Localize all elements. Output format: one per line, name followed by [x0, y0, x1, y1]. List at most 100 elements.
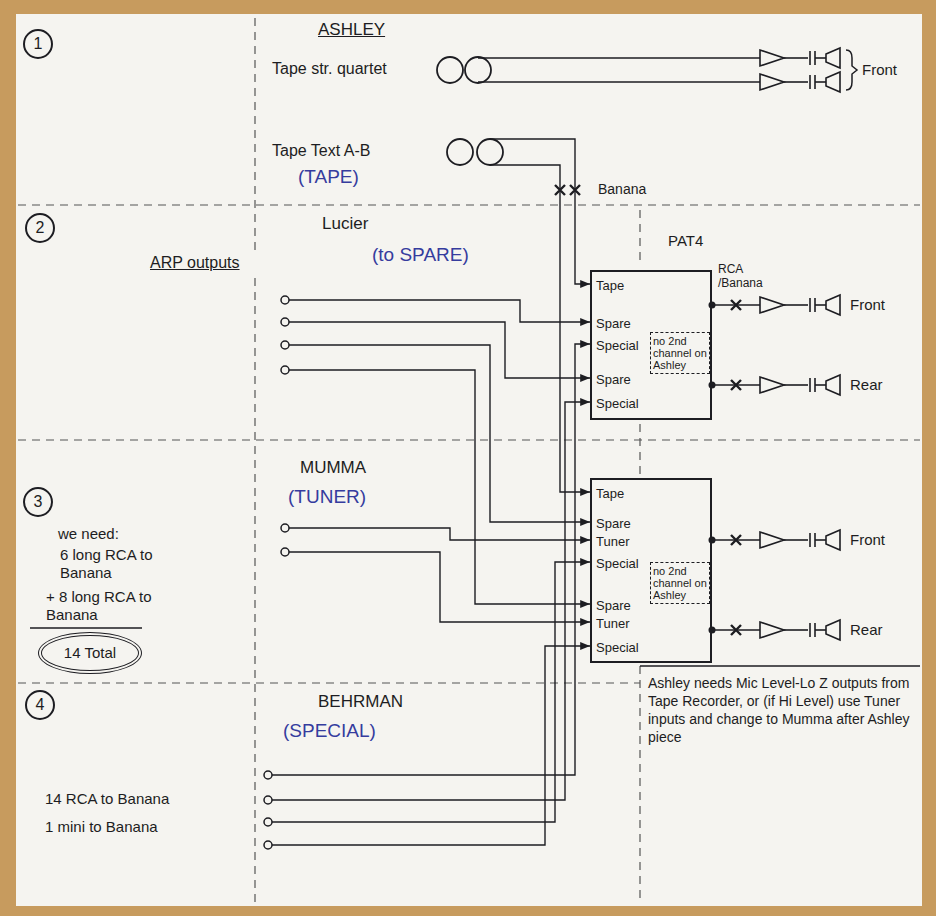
mixer-name: PAT4 [668, 232, 703, 249]
input-label-slot: Special [596, 640, 639, 656]
tape-label: Tape Text A-B [272, 142, 370, 159]
output-jacks [264, 296, 289, 849]
input-label-slot: Special [596, 396, 639, 412]
piece-heading-slot: Lucier [322, 214, 368, 234]
connector-note: RCA /Banana [718, 262, 763, 290]
amp-speaker-chains [760, 48, 840, 640]
input-label-slot: Tuner [596, 616, 629, 632]
front-bracket [846, 50, 857, 90]
speaker-label-slot: Front [850, 296, 885, 313]
cable-count-slot: 1 mini to Banana [45, 818, 158, 835]
input-label: Tape [596, 486, 624, 501]
node-text: 14 Total [64, 645, 116, 662]
input-label: Spare [596, 516, 631, 531]
channel-note-box: no 2nd channel on Ashley [650, 562, 710, 604]
input-label-slot: Special [596, 338, 639, 354]
source-label: ARP outputs [150, 254, 240, 271]
input-label-slot: Spare [596, 372, 631, 388]
piece-heading: ASHLEY [318, 20, 385, 39]
node-text: 2 [36, 220, 45, 236]
input-label: Special [596, 640, 639, 655]
speaker-label: Rear [850, 621, 883, 638]
node-text: 1 [34, 36, 43, 52]
piece-heading-slot: BEHRMAN [318, 692, 403, 712]
list-heading-slot: we need: [58, 525, 119, 542]
input-assignment-slot: (TUNER) [288, 486, 366, 508]
speaker-label: Front [862, 61, 897, 78]
speaker-label: Front [850, 296, 885, 313]
input-assignment-slot: (TAPE) [298, 166, 359, 188]
input-label-slot: Spare [596, 316, 631, 332]
piece-heading: MUMMA [300, 458, 366, 477]
input-label-slot: Tape [596, 486, 624, 502]
tape-reels [437, 57, 503, 165]
connector-note-slot: Banana [598, 181, 646, 197]
piece-heading-slot: ASHLEY [318, 20, 385, 40]
cable-count-slot: 14 RCA to Banana [45, 790, 169, 807]
mixer-name-slot: PAT4 [668, 232, 703, 249]
note-rule [640, 665, 920, 666]
cable-count-slot: + 8 long RCA to Banana [46, 588, 174, 624]
input-assignment: (TAPE) [298, 166, 359, 187]
section-number: 1 [23, 29, 53, 59]
input-label-slot: Special [596, 556, 639, 572]
input-assignment: (to SPARE) [372, 244, 469, 265]
node-text: no 2nd channel on Ashley [653, 565, 707, 601]
speaker-label-slot: Front [862, 61, 897, 78]
input-assignment-slot: (to SPARE) [372, 244, 469, 266]
input-label: Spare [596, 372, 631, 387]
speaker-label-slot: Front [850, 531, 885, 548]
cable-count: 1 mini to Banana [45, 818, 158, 835]
channel-note-box: no 2nd channel on Ashley [650, 332, 710, 374]
input-label: Spare [596, 316, 631, 331]
speaker-label-slot: Rear [850, 621, 883, 638]
input-label: Special [596, 396, 639, 411]
section-number: 3 [23, 487, 53, 517]
mixer-box: TapeSpareSpecialSpareSpecialno 2nd chann… [590, 270, 712, 420]
paper-sheet [16, 14, 922, 906]
input-label-slot: Spare [596, 598, 631, 614]
input-label: Tuner [596, 616, 629, 631]
speaker-label: Front [850, 531, 885, 548]
cable-count-slot: 6 long RCA to Banana [60, 546, 178, 582]
section-number: 4 [25, 690, 55, 720]
connector-note-slot: RCA /Banana [718, 262, 774, 290]
piece-heading-slot: MUMMA [300, 458, 366, 478]
tape-label: Tape str. quartet [272, 60, 387, 77]
tape-label-slot: Tape str. quartet [272, 60, 387, 78]
setup-note-slot: Ashley needs Mic Level-Lo Z outputs from… [648, 674, 916, 746]
input-label-slot: Spare [596, 516, 631, 532]
node-text: 4 [36, 697, 45, 713]
section-number: 2 [25, 213, 55, 243]
input-label: Special [596, 556, 639, 571]
setup-note: Ashley needs Mic Level-Lo Z outputs from… [648, 675, 909, 745]
input-assignment-slot: (SPECIAL) [283, 720, 376, 742]
input-label: Tape [596, 278, 624, 293]
speaker-label: Rear [850, 376, 883, 393]
cable-count: 14 RCA to Banana [45, 790, 169, 807]
cable-count: + 8 long RCA to Banana [46, 588, 151, 623]
section-dividers [18, 18, 920, 904]
list-heading: we need: [58, 525, 119, 542]
input-assignment: (TUNER) [288, 486, 366, 507]
banana-connector-marks [555, 185, 741, 635]
input-assignment: (SPECIAL) [283, 720, 376, 741]
node-text: 3 [34, 494, 43, 510]
input-label-slot: Tape [596, 278, 624, 294]
node-text: no 2nd channel on Ashley [653, 335, 707, 371]
tape-label-slot: Tape Text A-B [272, 142, 370, 160]
total-oval: 14 Total [38, 632, 142, 674]
sum-rule [30, 627, 142, 629]
connector-note: Banana [598, 181, 646, 197]
input-label-slot: Tuner [596, 534, 629, 550]
speaker-label-slot: Rear [850, 376, 883, 393]
input-label: Tuner [596, 534, 629, 549]
input-label: Special [596, 338, 639, 353]
input-label: Spare [596, 598, 631, 613]
mixer-box: TapeSpareTunerSpecialSpareTunerSpecialno… [590, 478, 712, 663]
piece-heading: BEHRMAN [318, 692, 403, 711]
source-label-slot: ARP outputs [150, 254, 240, 272]
cable-count: 6 long RCA to Banana [60, 546, 153, 581]
